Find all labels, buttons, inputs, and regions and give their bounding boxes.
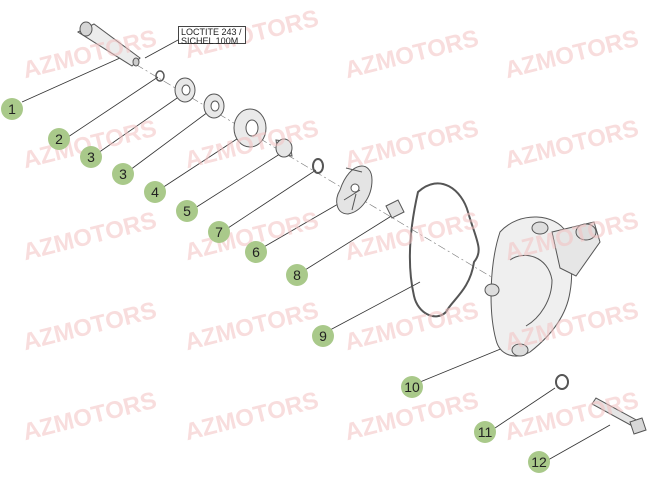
callout-10[interactable]: 10 [401, 376, 423, 398]
callout-12[interactable]: 12 [528, 451, 550, 473]
shaft-seal [233, 108, 267, 148]
callout-6[interactable]: 6 [245, 241, 267, 263]
note-line-2: SICHEL 100M [181, 36, 239, 46]
washer [312, 158, 324, 174]
callout-2[interactable]: 2 [48, 128, 70, 150]
callout-4[interactable]: 4 [144, 181, 166, 203]
pump-shaft [76, 21, 141, 67]
callout-7[interactable]: 7 [208, 221, 230, 243]
bearing-a [174, 77, 196, 103]
bolt-washer [555, 374, 569, 390]
threadlocker-note: LOCTITE 243 / SICHEL 100M [178, 26, 246, 46]
callout-11[interactable]: 11 [474, 421, 496, 443]
bearing-b [203, 93, 225, 119]
callout-5[interactable]: 5 [176, 200, 198, 222]
pump-gasket [408, 182, 480, 318]
callout-1[interactable]: 1 [1, 98, 23, 120]
pump-cover [484, 216, 601, 357]
impeller-nut [385, 199, 405, 219]
callout-3b[interactable]: 3 [112, 163, 134, 185]
assembly-axis [94, 39, 561, 319]
circlip [155, 70, 165, 82]
callout-3a[interactable]: 3 [80, 146, 102, 168]
spacer-bushing [275, 138, 293, 158]
impeller [336, 165, 373, 215]
callout-9[interactable]: 9 [312, 325, 334, 347]
note-line-1: LOCTITE 243 / [181, 27, 242, 37]
flange-bolt [591, 397, 647, 435]
leader-lines [21, 39, 611, 461]
callout-8[interactable]: 8 [286, 264, 308, 286]
